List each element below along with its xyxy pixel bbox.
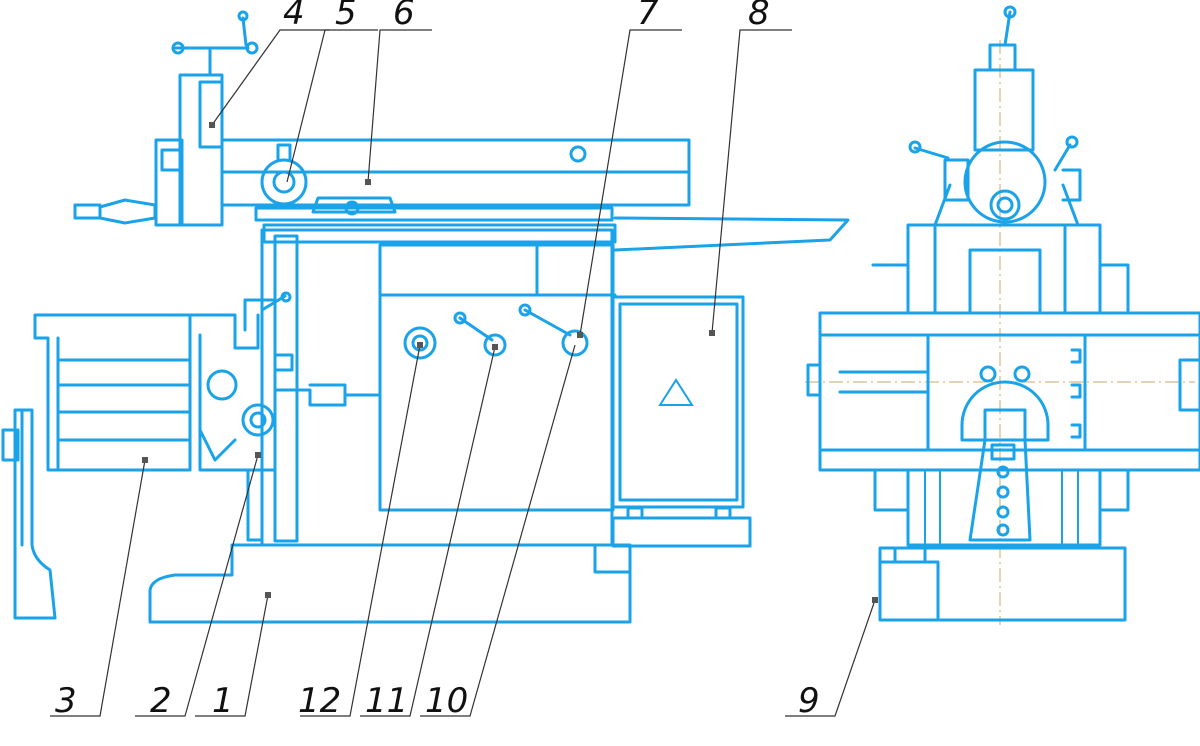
callout-10: 10: [425, 681, 468, 721]
crank-wheel: [260, 143, 308, 206]
electrical-cabinet: [611, 295, 752, 548]
control-levers: [403, 303, 589, 360]
side-view: [1, 10, 850, 624]
callout-labels: 4 5 6 7 8 3 2 1 12 11 10 9: [55, 0, 820, 721]
callout-3: 3: [55, 681, 77, 721]
front-base: [878, 546, 1127, 622]
callout-4: 4: [283, 0, 305, 33]
callout-9: 9: [798, 681, 820, 721]
leader-lines: [50, 29, 878, 717]
front-lower-body: [873, 468, 1130, 547]
callout-7: 7: [637, 0, 659, 33]
front-tool-head: [908, 5, 1082, 227]
callout-8: 8: [748, 0, 770, 33]
callout-1: 1: [212, 681, 234, 721]
callout-12: 12: [298, 681, 341, 721]
ram: [220, 138, 850, 252]
front-gear-disc: [960, 365, 1050, 542]
callout-6: 6: [393, 0, 415, 33]
callout-5: 5: [335, 0, 357, 33]
callout-11: 11: [365, 681, 408, 721]
front-view: [805, 5, 1200, 625]
front-table: [806, 311, 1200, 472]
tool-head: [73, 10, 259, 227]
callout-2: 2: [150, 681, 172, 721]
table: [33, 291, 382, 542]
clamp: [1, 408, 57, 620]
